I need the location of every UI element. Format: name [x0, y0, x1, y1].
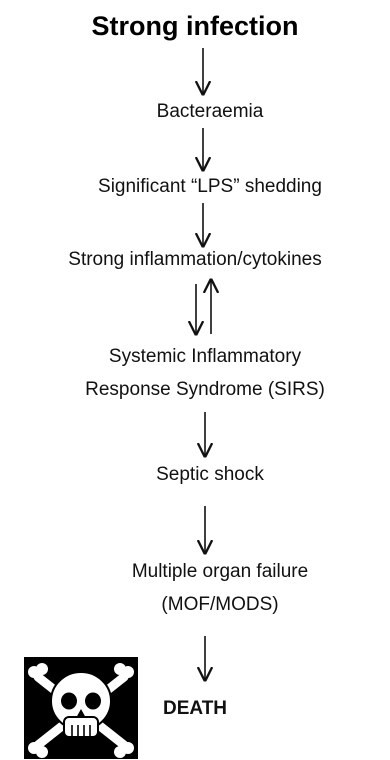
skull-and-crossbones-icon [24, 657, 138, 759]
step-bacteraemia: Bacteraemia [156, 101, 264, 122]
step-sirs-line-1: Systemic Inflammatory [108, 346, 302, 367]
step-sirs-line-2: Response Syndrome (SIRS) [85, 379, 325, 400]
step-septic-shock: Septic shock [156, 464, 264, 485]
step-mof-mods: (MOF/MODS) [161, 594, 279, 615]
step-strong-inflammation: Strong inflammation/cytokines [68, 249, 322, 270]
outcome-death: DEATH [163, 698, 228, 719]
diagram-title: Strong infection [91, 11, 299, 41]
step-multiple-organ-failure: Multiple organ failure [131, 561, 309, 582]
step-lps-shedding: Significant “LPS” shedding [98, 176, 322, 197]
